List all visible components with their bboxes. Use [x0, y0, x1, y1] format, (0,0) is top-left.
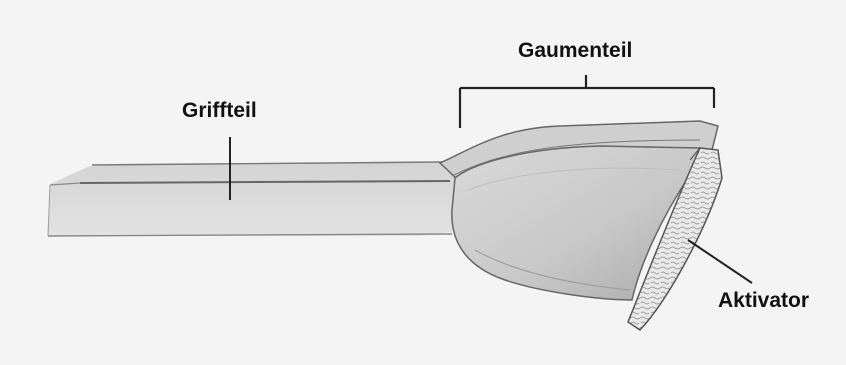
label-griffteil: Griffteil: [182, 100, 257, 121]
label-gaumenteil: Gaumenteil: [518, 40, 632, 61]
gaumenteil-bracket: [460, 75, 714, 128]
label-aktivator: Aktivator: [718, 290, 809, 311]
handle-part: [48, 162, 455, 236]
aktivator-leader-line: [688, 240, 752, 283]
